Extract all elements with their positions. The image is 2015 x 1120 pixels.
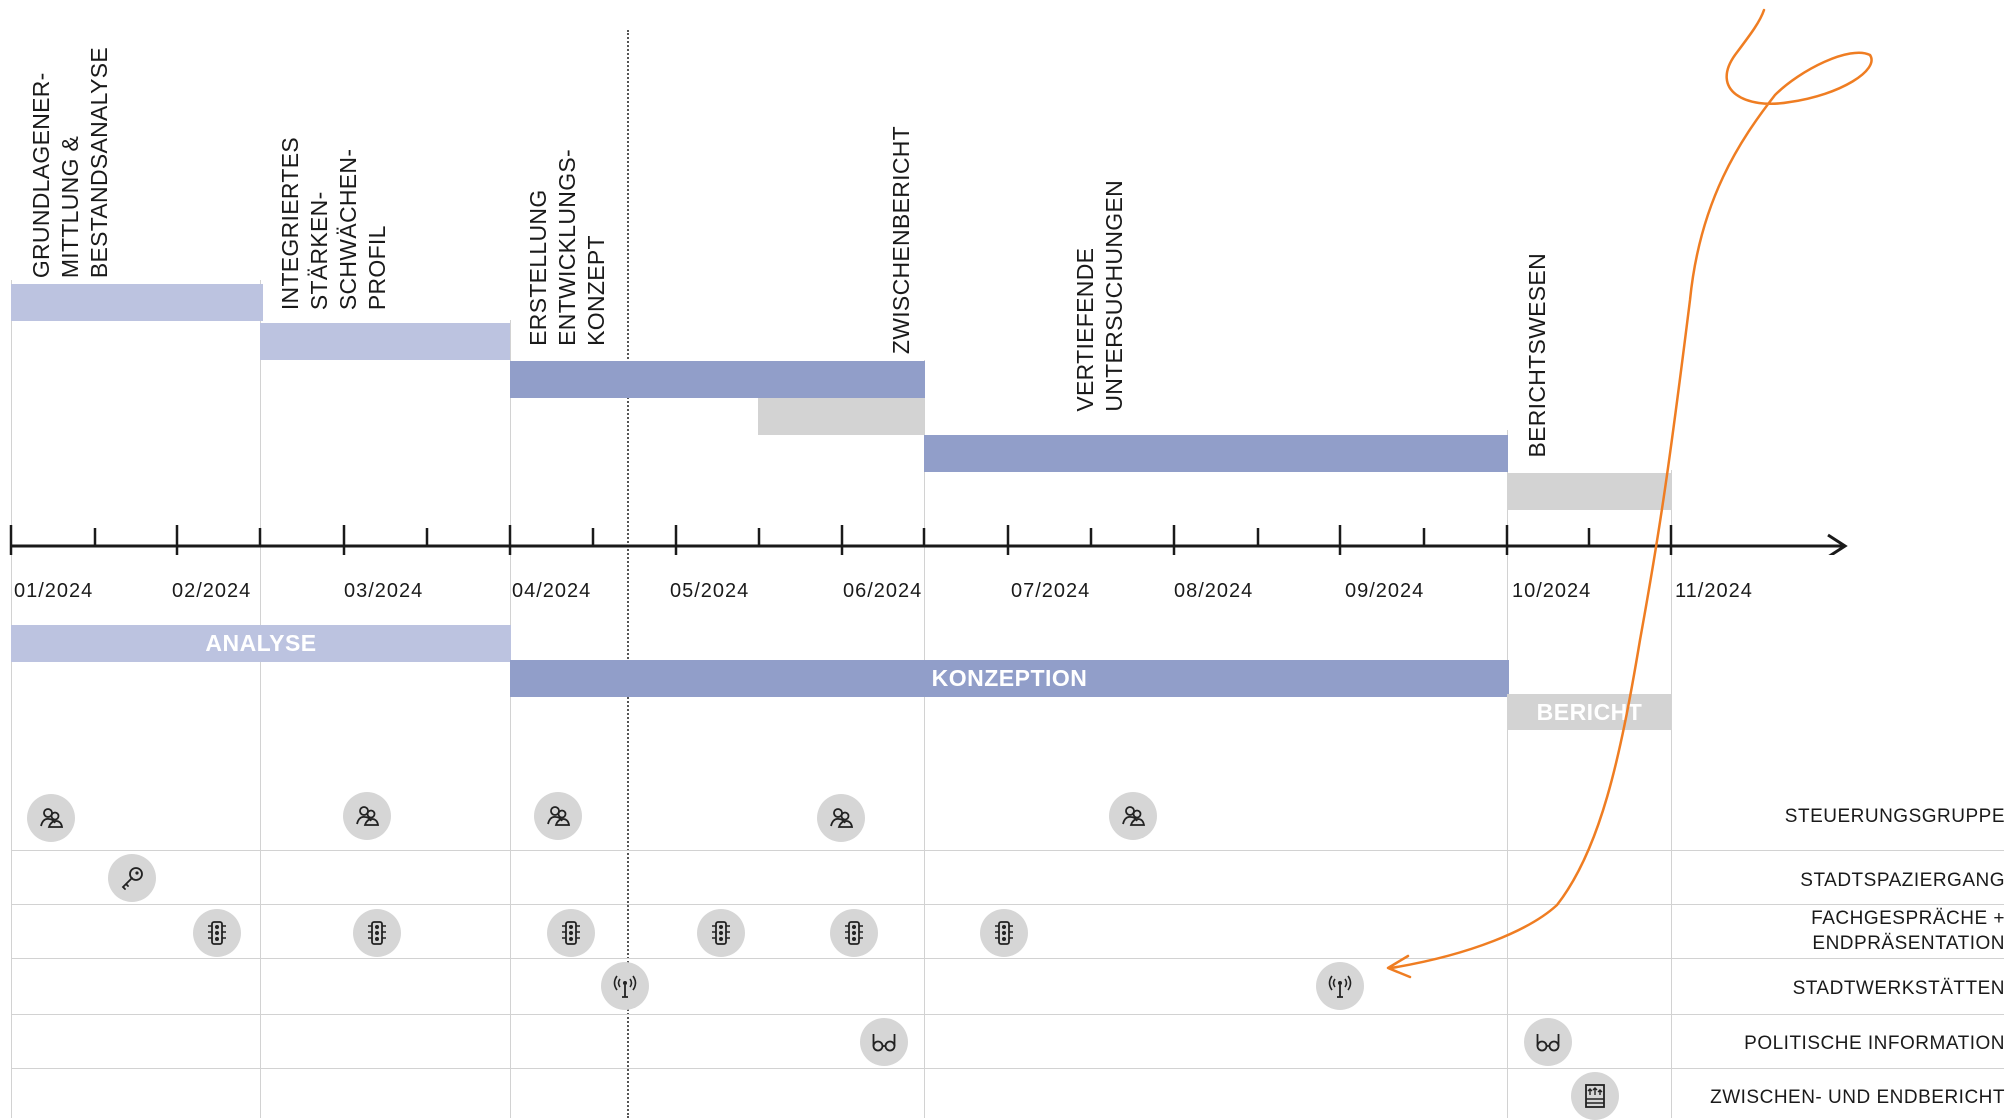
antenna-broadcast-icon	[1316, 962, 1364, 1010]
traffic-light-icon	[547, 909, 595, 957]
row-label-fachgespraeche: FACHGESPRÄCHE + ENDPRÄSENTATION	[1811, 908, 2005, 954]
row-label-zwischen-endbericht: ZWISCHEN- UND ENDBERICHT	[1710, 1087, 2005, 1108]
month-label: 02/2024	[172, 580, 252, 602]
people-group-icon	[817, 794, 865, 842]
row-label-stadtwerkstaetten: STADTWERKSTÄTTEN	[1792, 978, 2005, 999]
task-label-grundlagen: GRUNDLAGENER- MITTLUNG & BESTANDSANALYSE	[28, 46, 112, 278]
phase-bar-konzeption: KONZEPTION	[510, 660, 1509, 697]
row-label-stadtspaziergang: STADTSPAZIERGANG	[1800, 870, 2005, 891]
traffic-light-icon	[353, 909, 401, 957]
task-label-berichtswesen: BERICHTSWESEN	[1524, 253, 1550, 458]
task-bar-konzept	[510, 361, 925, 398]
month-label: 07/2024	[1011, 580, 1091, 602]
people-group-icon	[1109, 792, 1157, 840]
phase-label: ANALYSE	[205, 630, 317, 656]
glasses-icon	[860, 1018, 908, 1066]
task-label-profil: INTEGRIERTES STÄRKEN- SCHWÄCHEN- PROFIL	[277, 136, 390, 310]
month-label: 09/2024	[1345, 580, 1425, 602]
grid-hline	[11, 1014, 2004, 1015]
grid-vline	[260, 280, 261, 1118]
traffic-light-icon	[980, 909, 1028, 957]
grid-vline	[11, 280, 12, 1118]
grid-vline	[510, 320, 511, 1118]
task-bar-profil	[260, 323, 510, 360]
task-label-untersuchungen: VERTIEFENDE UNTERSUCHUNGEN	[1072, 180, 1127, 412]
time-axis	[9, 525, 1848, 555]
task-label-zwischenbericht: ZWISCHENBERICHT	[888, 125, 914, 354]
traffic-light-icon	[193, 909, 241, 957]
glasses-icon	[1524, 1018, 1572, 1066]
phase-label: KONZEPTION	[931, 665, 1088, 691]
grid-hline	[11, 850, 2004, 851]
task-bar-grundlagen	[11, 284, 263, 321]
task-bar-untersuchungen	[924, 435, 1508, 472]
antenna-broadcast-icon	[601, 962, 649, 1010]
row-label-steuerungsgruppe: STEUERUNGSGRUPPE	[1784, 806, 2005, 827]
month-label: 01/2024	[14, 580, 94, 602]
phase-label: BERICHT	[1536, 698, 1643, 725]
month-label: 05/2024	[670, 580, 750, 602]
month-label: 03/2024	[344, 580, 424, 602]
task-bar-zwischenbericht	[758, 398, 924, 435]
people-group-icon	[343, 792, 391, 840]
people-group-icon	[534, 792, 582, 840]
key-icon	[108, 854, 156, 902]
phase-bar-bericht: BERICHT	[1507, 694, 1672, 730]
grid-hline	[11, 1068, 2004, 1069]
current-date-dotted-line	[627, 30, 629, 1118]
month-label: 04/2024	[512, 580, 592, 602]
month-label: 06/2024	[843, 580, 923, 602]
month-label: 08/2024	[1174, 580, 1254, 602]
grid-hline	[11, 904, 2004, 905]
report-board-icon	[1571, 1072, 1619, 1120]
traffic-light-icon	[830, 909, 878, 957]
month-label: 11/2024	[1675, 580, 1753, 602]
traffic-light-icon	[697, 909, 745, 957]
grid-hline	[11, 958, 2004, 959]
task-bar-berichtswesen	[1507, 473, 1671, 510]
grid-vline	[924, 360, 925, 1118]
grid-vline	[1671, 470, 1672, 1118]
task-label-konzept: ERSTELLUNG ENTWICKLUNGS- KONZEPT	[525, 149, 609, 346]
phase-bar-analyse: ANALYSE	[11, 625, 511, 662]
month-label: 10/2024	[1512, 580, 1592, 602]
people-group-icon	[27, 794, 75, 842]
row-label-politische-information: POLITISCHE INFORMATION	[1744, 1033, 2005, 1054]
